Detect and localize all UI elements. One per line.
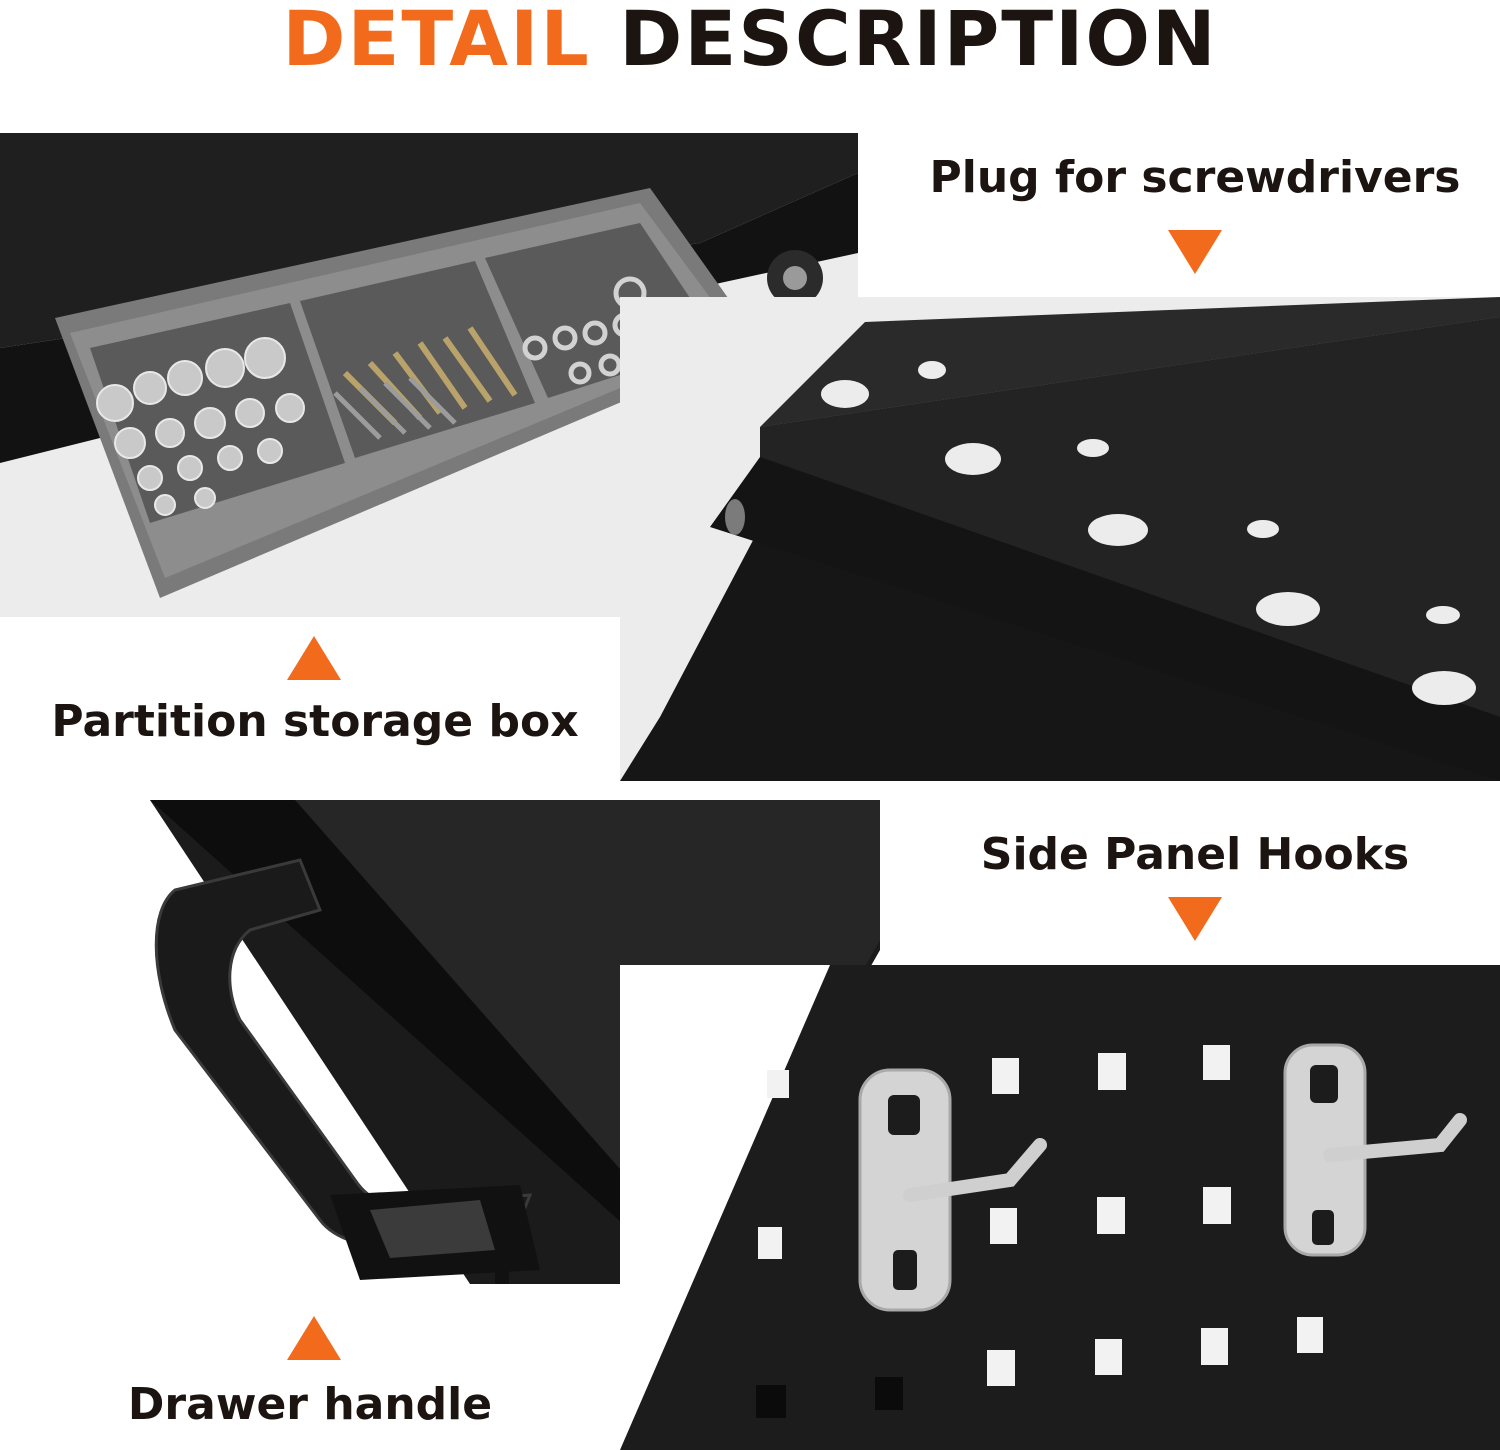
title-accent: DETAIL — [282, 0, 591, 83]
screwdriver-plug-label: Plug for screwdrivers — [929, 152, 1461, 203]
side-hooks-label: Side Panel Hooks — [980, 829, 1410, 880]
page-title: DETAIL DESCRIPTION — [0, 0, 1500, 84]
screwdriver-plug-photo — [620, 297, 1500, 781]
side-hooks-arrow-icon — [1168, 897, 1222, 941]
side-hooks-photo — [620, 965, 1500, 1450]
partition-box-label: Partition storage box — [51, 696, 579, 747]
title-rest: DESCRIPTION — [590, 0, 1218, 83]
drawer-handle-label: Drawer handle — [127, 1379, 493, 1430]
screwdriver-plug-arrow-icon — [1168, 230, 1222, 274]
partition-box-arrow-icon — [287, 636, 341, 680]
drawer-handle-arrow-icon — [287, 1316, 341, 1360]
partition-box-photo — [0, 133, 858, 617]
